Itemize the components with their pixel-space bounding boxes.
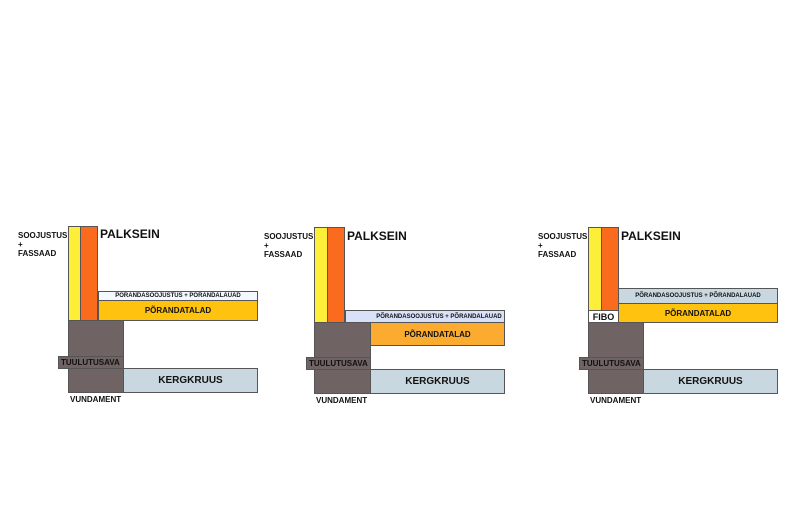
log-wall-label: PALKSEIN bbox=[621, 229, 681, 243]
label-line: + bbox=[18, 240, 23, 249]
insulation-facade-label: SOOJUSTUS + FASSAAD bbox=[264, 232, 313, 259]
insulation-layer bbox=[588, 227, 602, 311]
log-wall bbox=[80, 226, 98, 321]
foundation-label: VUNDAMENT bbox=[316, 396, 368, 405]
label-line: FASSAAD bbox=[18, 249, 57, 258]
insulation-layer bbox=[314, 227, 328, 323]
label-line: + bbox=[264, 241, 269, 250]
floor-insulation: PÕRANDASOOJUSTUS + PÕRANDALAUAD bbox=[618, 288, 778, 304]
log-wall-label: PALKSEIN bbox=[347, 229, 407, 243]
floor-joists: PÕRANDATALAD bbox=[370, 322, 505, 346]
light-gravel: KERGKRUUS bbox=[123, 368, 258, 393]
light-gravel: KERGKRUUS bbox=[370, 369, 505, 394]
ventilation-opening: TUULUTUSAVA bbox=[579, 357, 644, 370]
label-line: FASSAAD bbox=[264, 250, 303, 259]
foundation-label: VUNDAMENT bbox=[590, 396, 642, 405]
log-wall bbox=[327, 227, 345, 323]
ventilation-opening: TUULUTUSAVA bbox=[306, 357, 371, 370]
light-gravel: KERGKRUUS bbox=[643, 369, 778, 394]
ventilation-opening: TUULUTUSAVA bbox=[58, 356, 124, 369]
label-line: SOOJUSTUS bbox=[18, 231, 68, 240]
label-line: + bbox=[538, 241, 543, 250]
label-line: SOOJUSTUS bbox=[264, 232, 314, 241]
floor-joists: PÕRANDATALAD bbox=[98, 300, 258, 321]
insulation-facade-label: SOOJUSTUS + FASSAAD bbox=[538, 232, 587, 259]
floor-insulation-label: PÕRANDASOOJUSTUS + PÕRANDALAUAD bbox=[376, 313, 502, 320]
floor-joists: PÕRANDATALAD bbox=[618, 303, 778, 323]
log-wall bbox=[601, 227, 619, 311]
insulation-facade-label: SOOJUSTUS + FASSAAD bbox=[18, 231, 67, 258]
label-line: FASSAAD bbox=[538, 250, 577, 259]
label-line: SOOJUSTUS bbox=[538, 232, 588, 241]
log-wall-label: PALKSEIN bbox=[100, 227, 160, 241]
foundation-label: VUNDAMENT bbox=[70, 395, 122, 404]
